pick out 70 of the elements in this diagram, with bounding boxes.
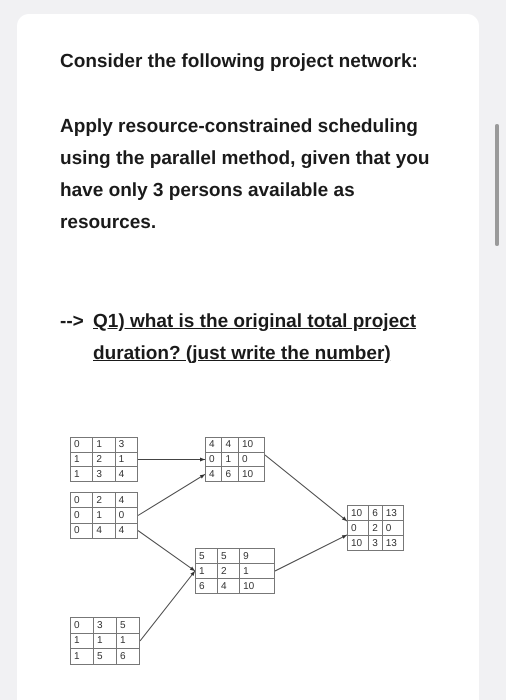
arrow bbox=[264, 454, 348, 522]
table-cell: 1 bbox=[92, 438, 116, 452]
table-cell: 6 bbox=[116, 648, 140, 664]
table-cell: 5 bbox=[116, 618, 140, 634]
table-cell: 0 bbox=[238, 452, 264, 467]
activity-node bbox=[70, 492, 138, 539]
activity-node bbox=[70, 617, 140, 665]
table-cell: 1 bbox=[94, 633, 116, 649]
table-cell: 10 bbox=[348, 506, 369, 520]
activity-node bbox=[195, 548, 275, 594]
table-cell: 3 bbox=[115, 438, 138, 452]
table-cell: 5 bbox=[94, 648, 116, 664]
instruction-paragraph: Apply resource-constrained scheduling using the parallel method, given that you have only 3 persons available as resources. bbox=[60, 115, 430, 235]
table-cell: 1 bbox=[240, 564, 274, 578]
table-cell: 6 bbox=[196, 578, 218, 594]
table-cell: 10 bbox=[348, 536, 369, 550]
table-cell: 4 bbox=[206, 466, 222, 482]
question-text: Q1) what is the original total project duration? (just write the number) bbox=[93, 310, 418, 366]
activity-node bbox=[347, 505, 404, 551]
table-cell: 0 bbox=[382, 520, 404, 536]
table-cell: 1 bbox=[115, 452, 138, 467]
table-cell: 1 bbox=[70, 648, 94, 664]
table-cell: 1 bbox=[70, 452, 93, 467]
table-cell: 1 bbox=[70, 466, 93, 482]
heading: Consider the following project network: bbox=[60, 50, 419, 74]
arrow bbox=[274, 534, 348, 572]
table-cell: 4 bbox=[218, 578, 240, 594]
table-cell: 4 bbox=[115, 466, 138, 482]
table-cell: 1 bbox=[222, 452, 238, 467]
table-cell: 0 bbox=[70, 438, 93, 452]
table-cell: 13 bbox=[382, 536, 404, 550]
table-cell: 4 bbox=[222, 438, 238, 452]
table-cell: 0 bbox=[348, 520, 369, 536]
arrow bbox=[138, 458, 206, 462]
activity-node bbox=[70, 437, 138, 482]
table-cell: 3 bbox=[92, 466, 116, 482]
table-cell: 9 bbox=[240, 548, 274, 564]
table-cell: 4 bbox=[206, 438, 222, 452]
table-cell: 0 bbox=[206, 452, 222, 467]
arrow bbox=[138, 530, 196, 572]
table-cell: 0 bbox=[115, 508, 138, 524]
table-cell: 6 bbox=[368, 506, 382, 520]
table-cell: 13 bbox=[382, 506, 404, 520]
table-cell: 10 bbox=[238, 466, 264, 482]
table-cell: 0 bbox=[70, 618, 94, 634]
table-cell: 4 bbox=[115, 492, 138, 508]
table-cell: 1 bbox=[70, 633, 94, 649]
table-cell: 4 bbox=[115, 523, 138, 538]
table-cell: 0 bbox=[70, 492, 93, 508]
table-cell: 1 bbox=[92, 508, 116, 524]
table-cell: 2 bbox=[92, 452, 116, 467]
arrow-text: --> bbox=[60, 310, 84, 334]
table-cell: 1 bbox=[196, 564, 218, 578]
table-cell: 0 bbox=[70, 523, 93, 538]
table-cell: 10 bbox=[240, 578, 274, 594]
table-cell: 6 bbox=[222, 466, 238, 482]
table-cell: 2 bbox=[218, 564, 240, 578]
table-cell: 2 bbox=[368, 520, 382, 536]
table-cell: 10 bbox=[238, 438, 264, 452]
table-cell: 4 bbox=[92, 523, 116, 538]
table-cell: 1 bbox=[116, 633, 140, 649]
table-cell: 0 bbox=[70, 508, 93, 524]
arrow bbox=[140, 570, 196, 642]
table-cell: 2 bbox=[92, 492, 116, 508]
table-cell: 5 bbox=[218, 548, 240, 564]
activity-node bbox=[205, 437, 265, 482]
arrow bbox=[138, 474, 206, 516]
table-cell: 5 bbox=[196, 548, 218, 564]
table-cell: 3 bbox=[368, 536, 382, 550]
table-cell: 3 bbox=[94, 618, 116, 634]
